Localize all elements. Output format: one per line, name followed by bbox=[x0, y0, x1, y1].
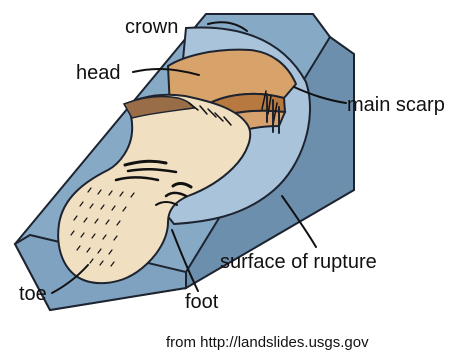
source-credit: from http://landslides.usgs.gov bbox=[166, 334, 369, 351]
crown-label: crown bbox=[125, 16, 178, 38]
surface-of-rupture-label: surface of rupture bbox=[220, 251, 377, 273]
main-scarp-label: main scarp bbox=[347, 94, 445, 116]
toe-label: toe bbox=[19, 283, 47, 305]
head-label: head bbox=[76, 62, 121, 84]
foot-label: foot bbox=[185, 291, 219, 313]
